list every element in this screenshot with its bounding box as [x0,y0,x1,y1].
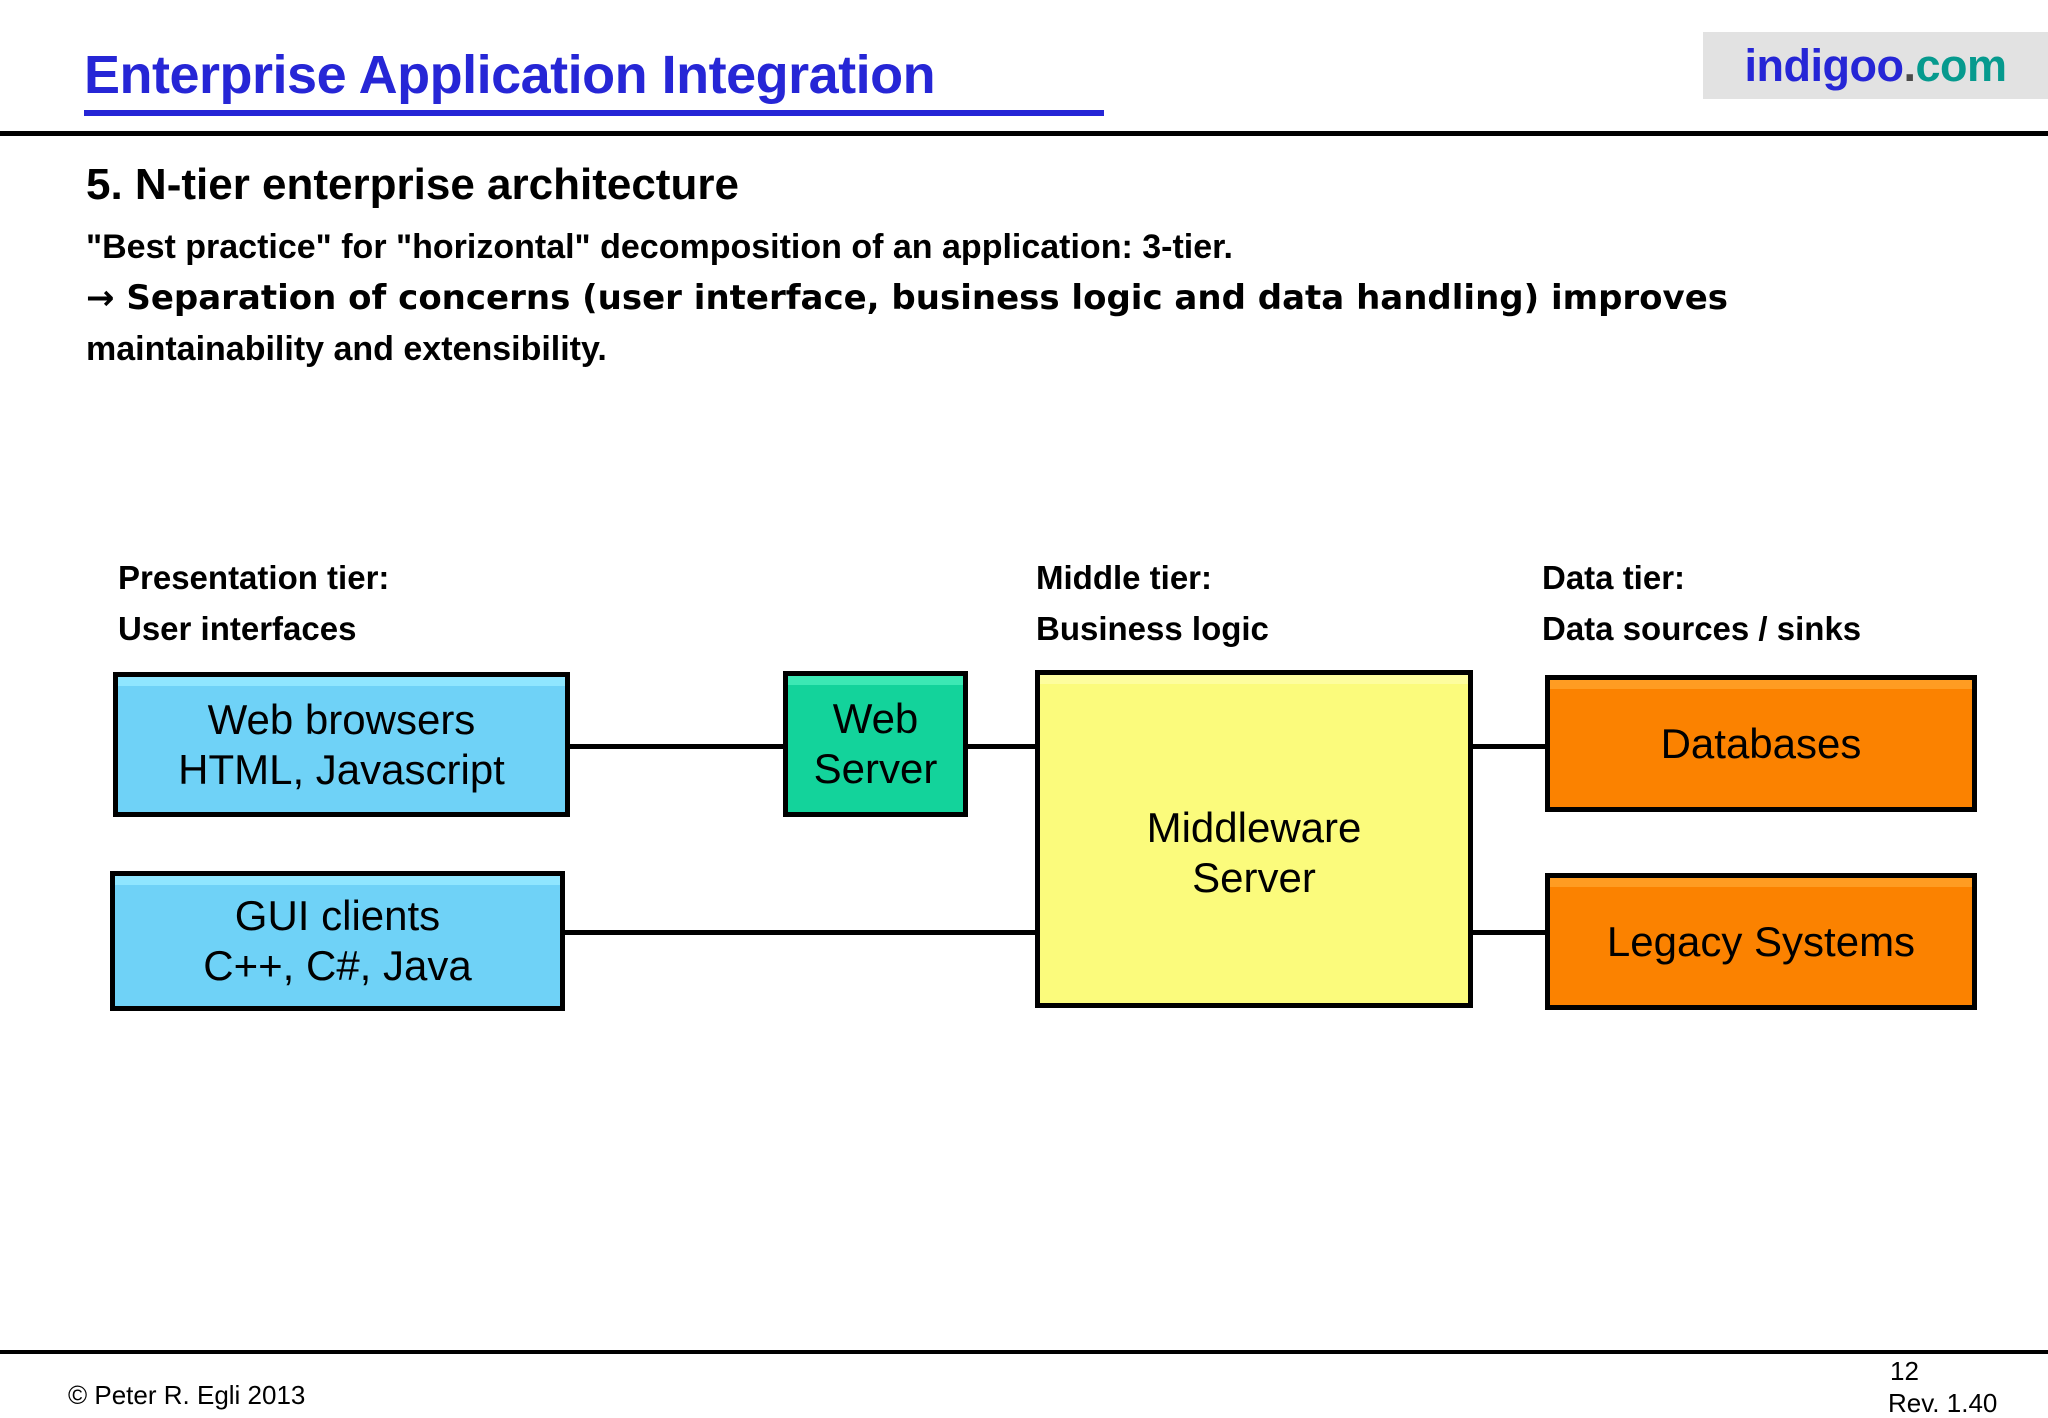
connector-middleware-to-databases [1468,744,1550,749]
indigoo-logo[interactable]: indigoo.com [1703,32,2048,99]
node-legacy-systems[interactable]: Legacy Systems [1545,873,1977,1010]
node-middleware-line1: Middleware [1146,804,1362,852]
connector-web-server-to-middleware [963,744,1041,749]
slide-header: Enterprise Application Integration indig… [0,0,2048,136]
tier-label-data: Data tier: Data sources / sinks [1542,552,1861,654]
tier-label-data-line1: Data tier: [1542,559,1686,596]
page-title: Enterprise Application Integration [84,45,936,105]
node-web-server-line2: Server [813,745,938,792]
node-legacy-line1: Legacy Systems [1606,917,1916,965]
tier-label-middle-line2: Business logic [1036,610,1269,647]
node-databases-line1: Databases [1660,719,1862,767]
node-gui-clients[interactable]: GUI clients C++, C#, Java [110,871,565,1011]
header-divider [0,131,2048,136]
node-gui-clients-line2: C++, C#, Java [203,942,472,989]
body-line-1: "Best practice" for "horizontal" decompo… [86,228,1233,266]
connector-web-browsers-to-web-server [565,744,790,749]
body-line-3: maintainability and extensibility. [86,330,607,368]
tier-label-presentation-line2: User interfaces [118,610,357,647]
title-underline [84,110,1104,116]
node-gui-clients-line1: GUI clients [234,892,441,940]
footer-page-number: 12 [1890,1356,1919,1386]
footer-divider [0,1350,2048,1354]
connector-gui-clients-to-middleware [560,930,1041,935]
logo-tld-text: com [1915,39,2007,91]
node-web-browsers[interactable]: Web browsers HTML, Javascript [113,672,570,817]
tier-label-presentation: Presentation tier: User interfaces [118,552,389,654]
node-web-server-line1: Web [832,695,919,743]
tier-label-middle: Middle tier: Business logic [1036,552,1269,654]
footer-revision: Rev. 1.40 [1888,1388,1998,1418]
tier-label-middle-line1: Middle tier: [1036,559,1213,596]
node-middleware-server[interactable]: Middleware Server [1035,670,1473,1008]
body-paragraph: "Best practice" for "horizontal" decompo… [86,222,1966,375]
tier-label-presentation-line1: Presentation tier: [118,559,390,596]
node-databases[interactable]: Databases [1545,675,1977,812]
body-line-2: → Separation of concerns (user interface… [86,278,1728,318]
node-web-server[interactable]: Web Server [783,671,968,817]
connector-middleware-to-legacy [1468,930,1550,935]
logo-dot-text: . [1903,39,1916,91]
tier-label-data-line2: Data sources / sinks [1542,610,1862,647]
node-web-browsers-line1: Web browsers [207,695,476,743]
node-middleware-line2: Server [1192,854,1316,901]
footer-copyright: © Peter R. Egli 2013 [68,1380,306,1410]
node-web-browsers-line2: HTML, Javascript [178,745,505,793]
logo-brand-text: indigoo [1744,39,1904,91]
section-heading: 5. N-tier enterprise architecture [86,160,739,209]
